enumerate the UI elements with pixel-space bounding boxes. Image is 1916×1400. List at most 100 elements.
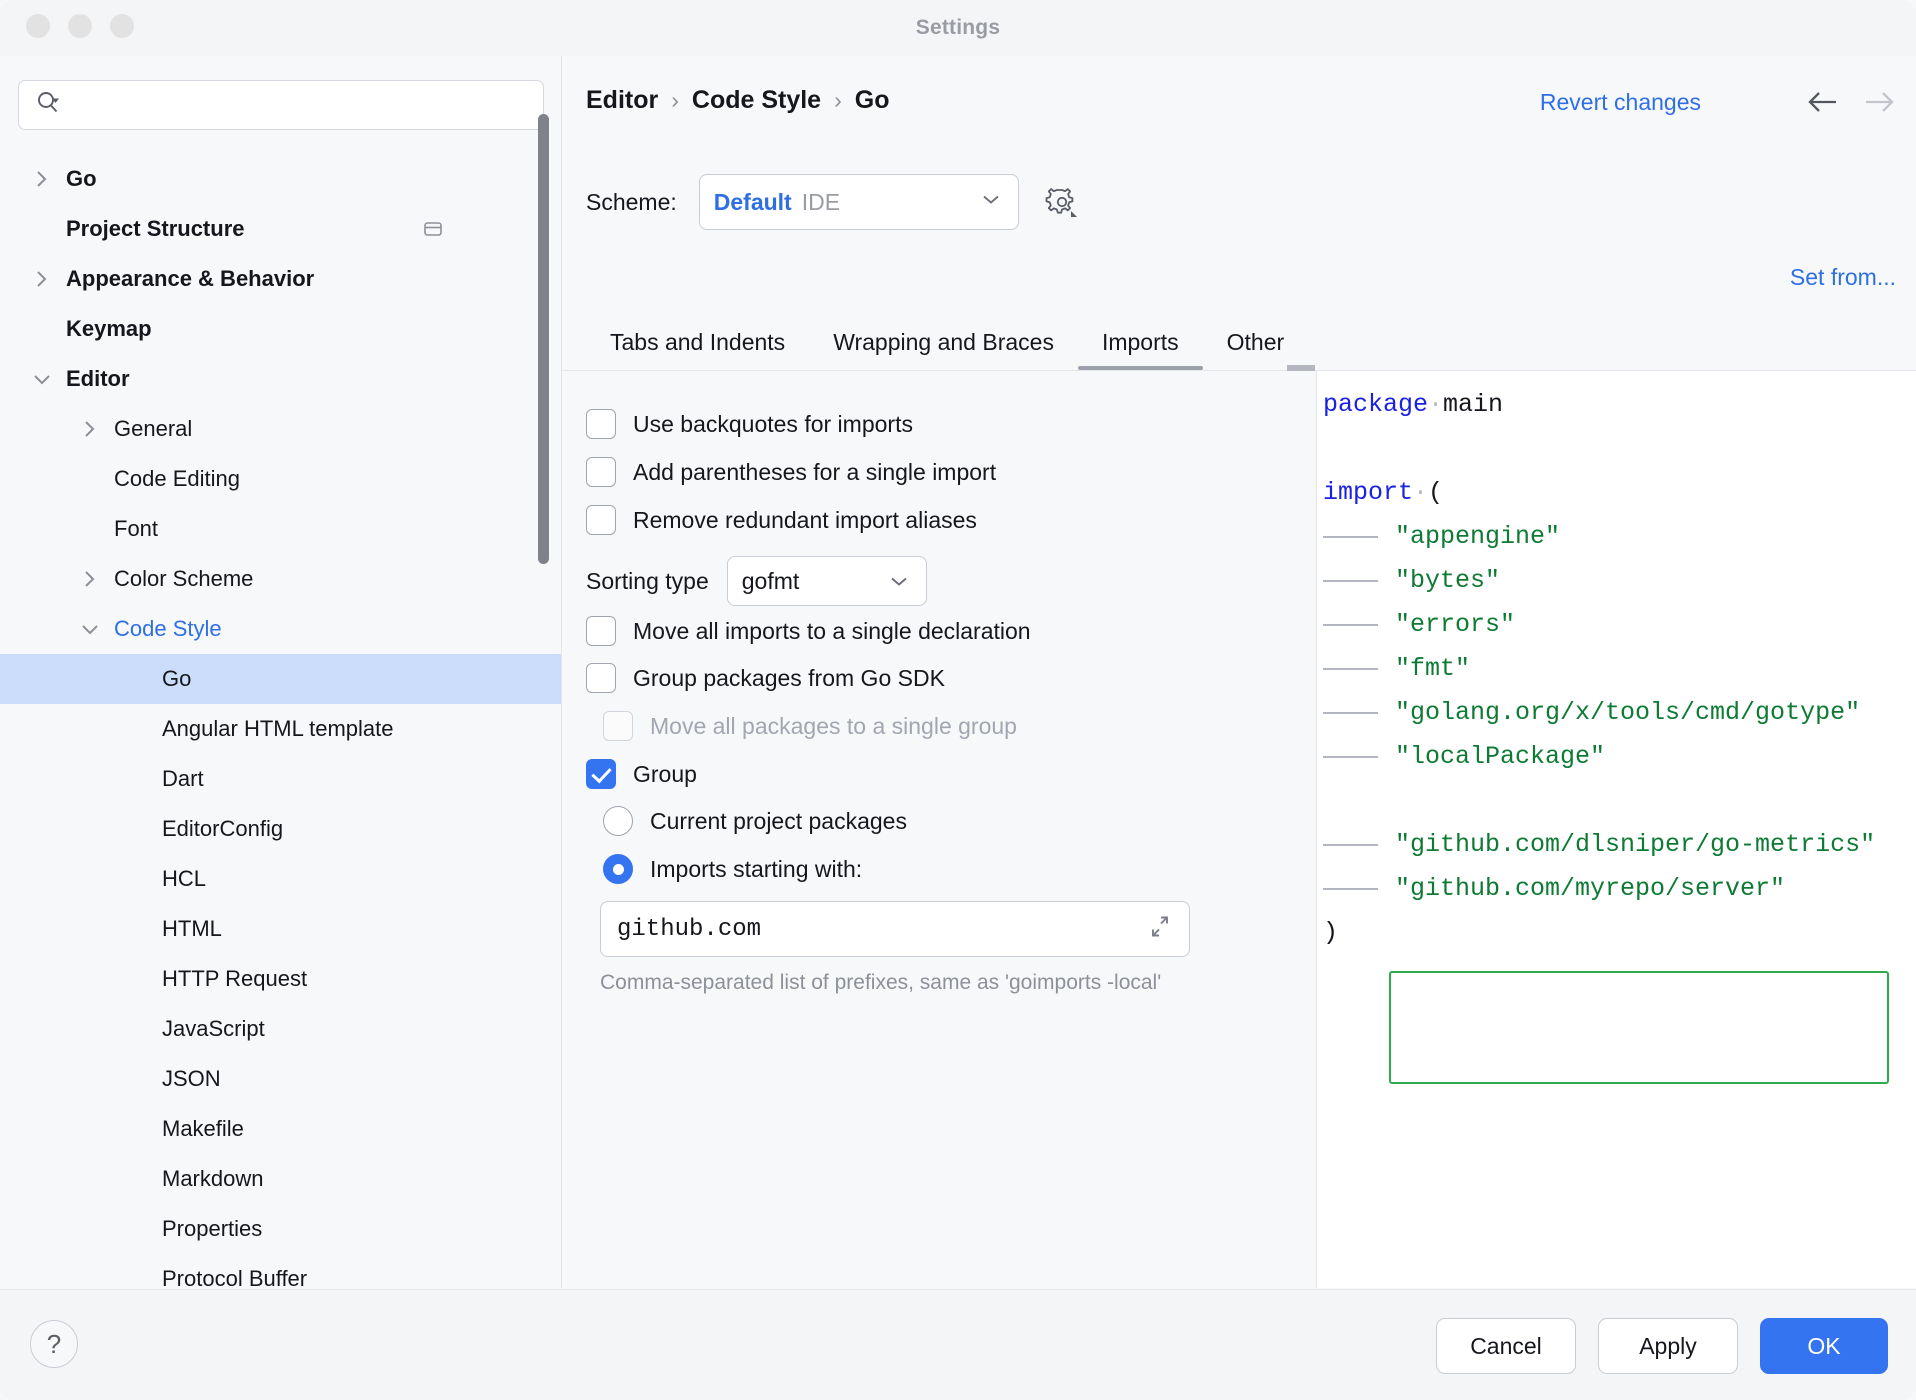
- sidebar-item-go[interactable]: Go: [0, 654, 561, 704]
- indent-guide: [1323, 712, 1378, 714]
- chevron-right-icon[interactable]: [78, 567, 102, 591]
- radio-current-project-packages[interactable]: Current project packages: [603, 806, 907, 836]
- arrow-right-icon[interactable]: [1862, 88, 1896, 121]
- import-path: "fmt": [1395, 654, 1471, 683]
- window-controls[interactable]: [26, 14, 134, 38]
- sidebar-scrollbar[interactable]: [538, 114, 549, 564]
- sidebar-item-properties[interactable]: Properties: [0, 1204, 561, 1254]
- option-label: Move all imports to a single declaration: [633, 617, 1031, 644]
- revert-changes-link[interactable]: Revert changes: [1539, 89, 1701, 115]
- prefix-input[interactable]: github.com: [600, 901, 1190, 957]
- checkbox-use-backquotes[interactable]: [586, 409, 616, 439]
- radio-button[interactable]: [603, 854, 633, 884]
- sidebar-item-label: Color Scheme: [114, 566, 254, 591]
- breadcrumb-item-go[interactable]: Go: [854, 86, 890, 114]
- sidebar-item-markdown[interactable]: Markdown: [0, 1154, 561, 1204]
- sidebar-item-html[interactable]: HTML: [0, 904, 561, 954]
- minimize-button[interactable]: [68, 14, 92, 38]
- indent-guide: [1323, 580, 1378, 582]
- option-add-parentheses[interactable]: Add parentheses for a single import: [586, 457, 996, 487]
- checkbox-group[interactable]: [586, 759, 616, 789]
- code-preview-pane: package·main import·("appengine""bytes""…: [1287, 365, 1916, 1288]
- sidebar-item-label: HCL: [162, 866, 207, 891]
- sidebar-item-code-editing[interactable]: Code Editing: [0, 454, 561, 504]
- ok-button[interactable]: OK: [1760, 1318, 1888, 1374]
- code-line: "fmt": [1317, 647, 1916, 691]
- option-move-single-declaration[interactable]: Move all imports to a single declaration: [586, 616, 1031, 646]
- title-bar: Settings: [0, 0, 1916, 56]
- sidebar-item-editorconfig[interactable]: EditorConfig: [0, 804, 561, 854]
- sidebar-item-javascript[interactable]: JavaScript: [0, 1004, 561, 1054]
- set-from-link[interactable]: Set from...: [1789, 264, 1896, 290]
- chevron-right-icon[interactable]: [30, 167, 54, 191]
- imports-settings-panel: Use backquotes for imports Add parenthes…: [563, 371, 1317, 1288]
- chevron-right-icon[interactable]: [30, 267, 54, 291]
- sidebar-item-label: Go: [162, 666, 192, 691]
- sidebar-item-hcl[interactable]: HCL: [0, 854, 561, 904]
- code-line: "golang.org/x/tools/cmd/gotype": [1317, 691, 1916, 735]
- code-token: ·: [1413, 478, 1429, 507]
- sidebar-item-project-structure[interactable]: Project Structure: [0, 204, 561, 254]
- sidebar-item-color-scheme[interactable]: Color Scheme: [0, 554, 561, 604]
- expand-icon[interactable]: [1145, 912, 1175, 947]
- sorting-type-select[interactable]: gofmt: [726, 556, 927, 606]
- scheme-select[interactable]: Default IDE: [698, 174, 1019, 230]
- gear-icon[interactable]: [1043, 183, 1081, 221]
- apply-button[interactable]: Apply: [1598, 1318, 1738, 1374]
- option-remove-aliases[interactable]: Remove redundant import aliases: [586, 505, 977, 535]
- tab-label: Imports: [1101, 328, 1179, 355]
- chevron-right-icon[interactable]: [78, 417, 102, 441]
- sidebar-item-label: JSON: [162, 1066, 221, 1091]
- code-line: "errors": [1317, 603, 1916, 647]
- radio-imports-starting-with[interactable]: Imports starting with:: [603, 854, 862, 884]
- radio-button[interactable]: [603, 806, 633, 836]
- navigation-arrows[interactable]: [1806, 88, 1896, 121]
- sidebar-item-makefile[interactable]: Makefile: [0, 1104, 561, 1154]
- radio-label: Current project packages: [650, 807, 907, 834]
- option-group[interactable]: Group: [586, 759, 697, 789]
- maximize-button[interactable]: [110, 14, 134, 38]
- sidebar-item-angular-html-template[interactable]: Angular HTML template: [0, 704, 561, 754]
- sidebar-item-json[interactable]: JSON: [0, 1054, 561, 1104]
- option-label: Group packages from Go SDK: [633, 664, 945, 691]
- sidebar-item-appearance-behavior[interactable]: Appearance & Behavior: [0, 254, 561, 304]
- breadcrumb-item-editor[interactable]: Editor: [586, 86, 659, 114]
- code-tokens: package·main: [1323, 383, 1503, 427]
- chevron-down-icon[interactable]: [30, 367, 54, 391]
- code-tokens: ): [1323, 911, 1338, 955]
- tab-imports[interactable]: Imports: [1077, 314, 1203, 370]
- sidebar-item-general[interactable]: General: [0, 404, 561, 454]
- sidebar-item-code-style[interactable]: Code Style: [0, 604, 561, 654]
- tab-wrapping-and-braces[interactable]: Wrapping and Braces: [809, 314, 1078, 370]
- search-input[interactable]: [18, 80, 544, 130]
- preview-scroll-thumb[interactable]: [1287, 365, 1315, 371]
- sidebar-item-go[interactable]: Go: [0, 154, 561, 204]
- breadcrumb-item-code-style[interactable]: Code Style: [691, 86, 822, 114]
- checkbox-remove-aliases[interactable]: [586, 505, 616, 535]
- sidebar-item-editor[interactable]: Editor: [0, 354, 561, 404]
- sidebar-item-label: Markdown: [162, 1166, 264, 1191]
- option-use-backquotes[interactable]: Use backquotes for imports: [586, 409, 913, 439]
- settings-main: Editor › Code Style › Go Revert changes: [563, 56, 1916, 1288]
- help-button[interactable]: ?: [30, 1320, 78, 1368]
- tab-other[interactable]: Other: [1203, 314, 1309, 370]
- arrow-left-icon[interactable]: [1806, 88, 1840, 121]
- sidebar-item-font[interactable]: Font: [0, 504, 561, 554]
- sidebar-item-dart[interactable]: Dart: [0, 754, 561, 804]
- close-button[interactable]: [26, 14, 50, 38]
- sidebar-item-protocol-buffer[interactable]: Protocol Buffer: [0, 1254, 561, 1288]
- cancel-button[interactable]: Cancel: [1436, 1318, 1576, 1374]
- checkbox-add-parentheses[interactable]: [586, 457, 616, 487]
- sidebar-item-http-request[interactable]: HTTP Request: [0, 954, 561, 1004]
- chevron-down-icon[interactable]: [78, 617, 102, 641]
- sidebar-item-label: Font: [114, 516, 159, 541]
- prefix-value: github.com: [617, 915, 762, 943]
- option-group-sdk[interactable]: Group packages from Go SDK: [586, 663, 945, 693]
- tab-tabs-and-indents[interactable]: Tabs and Indents: [586, 314, 809, 370]
- sidebar-item-keymap[interactable]: Keymap: [0, 304, 561, 354]
- checkbox-move-single-declaration[interactable]: [586, 616, 616, 646]
- checkbox-group-sdk[interactable]: [586, 663, 616, 693]
